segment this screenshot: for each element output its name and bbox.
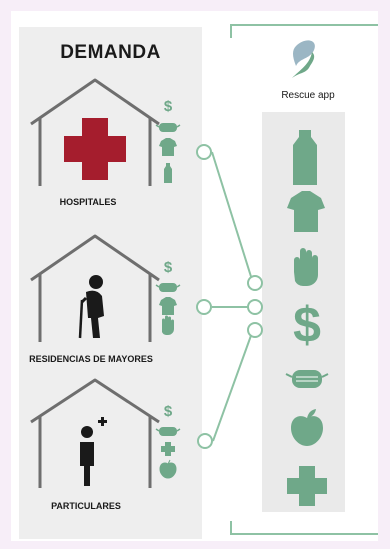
right-bracket [230,24,378,535]
hospitals-node [196,144,212,160]
person-icon [80,417,107,486]
elderly-person-icon [78,275,104,339]
shirt-icon [287,191,325,232]
nursing-home-house-icon [30,234,160,342]
hand-icon [162,315,174,335]
bottle-icon [164,163,172,183]
medical-cross-icon [64,118,126,180]
cross-icon [287,466,327,506]
apple-leaf-icon [307,409,316,418]
hospital-house-icon [30,78,160,186]
mask-icon [285,370,329,388]
individuals-node [197,433,213,449]
shirt-icon [159,138,177,156]
mask-icon [155,283,181,292]
hand-icon [294,248,318,286]
mask-icon [155,427,181,436]
apple-icon [159,459,177,479]
demand-title: DEMANDA [60,42,161,63]
dollar-icon: $ [164,98,173,115]
dollar-icon: $ [164,259,173,276]
cross-icon [161,442,175,456]
apple-icon [291,416,323,446]
app-node-top [247,275,263,291]
shirt-icon [159,297,177,315]
mask-icon [155,123,181,132]
nursing-homes-node [196,299,212,315]
rescue-app-logo [292,40,315,78]
individuals-caption: PARTICULARES [51,501,121,511]
bottle-icon [293,130,317,185]
dollar-icon: $ [293,297,321,353]
nursing-homes-caption: RESIDENCIAS DE MAYORES [29,354,153,364]
individual-house-icon [30,378,160,488]
app-node-middle [247,299,263,315]
dollar-icon: $ [164,403,173,420]
hospitals-caption: HOSPITALES [59,197,117,207]
app-node-bottom [247,322,263,338]
app-name: Rescue app [281,90,335,101]
connector-lines [211,151,254,442]
